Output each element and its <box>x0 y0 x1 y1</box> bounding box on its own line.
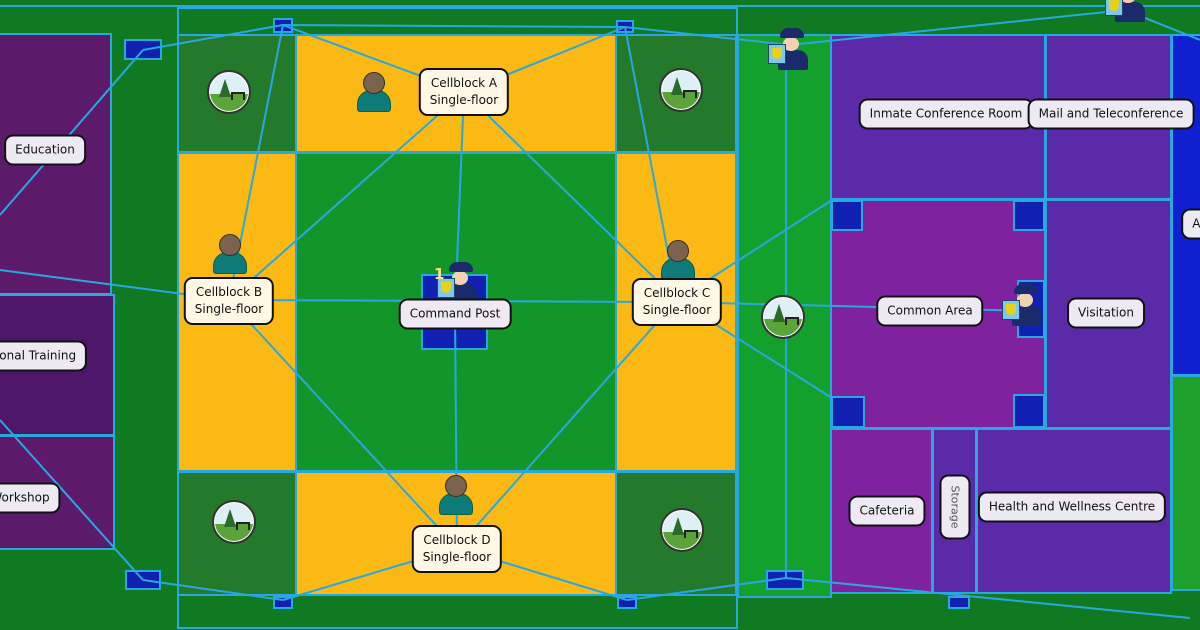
label-command-post[interactable]: Command Post <box>398 298 512 330</box>
cellblock-type: Single-floor <box>194 302 264 316</box>
label-visitation[interactable]: Visitation <box>1067 297 1145 329</box>
inmate-icon <box>355 72 391 112</box>
park-icon <box>660 508 704 552</box>
label-health[interactable]: Health and Wellness Centre <box>977 491 1167 523</box>
label-storage[interactable]: Storage <box>939 474 971 540</box>
park-icon <box>659 68 703 112</box>
cellblock-name: Cellblock A <box>430 76 498 90</box>
door[interactable] <box>1013 200 1045 231</box>
label-cellblock-d[interactable]: Cellblock D Single-floor <box>411 525 503 573</box>
label-admin[interactable]: Ad <box>1181 208 1200 240</box>
inmate-icon <box>211 234 247 274</box>
label-vocational-training[interactable]: ational Training <box>0 340 88 372</box>
guard-icon <box>1105 0 1145 24</box>
guard-icon <box>1002 284 1042 328</box>
door[interactable] <box>831 396 865 428</box>
label-inmate-conference[interactable]: Inmate Conference Room <box>858 98 1034 130</box>
cellblock-type: Single-floor <box>429 93 499 107</box>
label-workshop[interactable]: Workshop <box>0 482 61 514</box>
command-post-badge: 1 <box>434 265 445 283</box>
label-cellblock-c[interactable]: Cellblock C Single-floor <box>631 278 723 326</box>
guard-icon <box>768 28 808 72</box>
label-education[interactable]: Education <box>4 134 86 166</box>
cellblock-type: Single-floor <box>422 550 492 564</box>
inmate-icon <box>659 240 695 280</box>
park-icon <box>207 70 251 114</box>
label-cellblock-b[interactable]: Cellblock B Single-floor <box>183 277 275 325</box>
label-cafeteria[interactable]: Cafeteria <box>848 495 926 527</box>
door[interactable] <box>831 200 863 231</box>
label-mail[interactable]: Mail and Teleconference <box>1027 98 1195 130</box>
door[interactable] <box>1013 394 1045 428</box>
room-admin[interactable] <box>1171 34 1200 376</box>
room-east-green[interactable] <box>1171 375 1200 591</box>
cellblock-name: Cellblock B <box>195 285 263 299</box>
yard-se[interactable] <box>615 471 737 596</box>
cellblock-name: Cellblock C <box>643 286 711 300</box>
cellblock-type: Single-floor <box>642 303 712 317</box>
cellblock-name: Cellblock D <box>423 533 491 547</box>
door[interactable] <box>948 596 970 609</box>
label-cellblock-a[interactable]: Cellblock A Single-floor <box>418 68 510 116</box>
inmate-icon <box>437 475 473 515</box>
park-icon <box>761 295 805 339</box>
park-icon <box>212 500 256 544</box>
label-common-area[interactable]: Common Area <box>876 295 984 327</box>
